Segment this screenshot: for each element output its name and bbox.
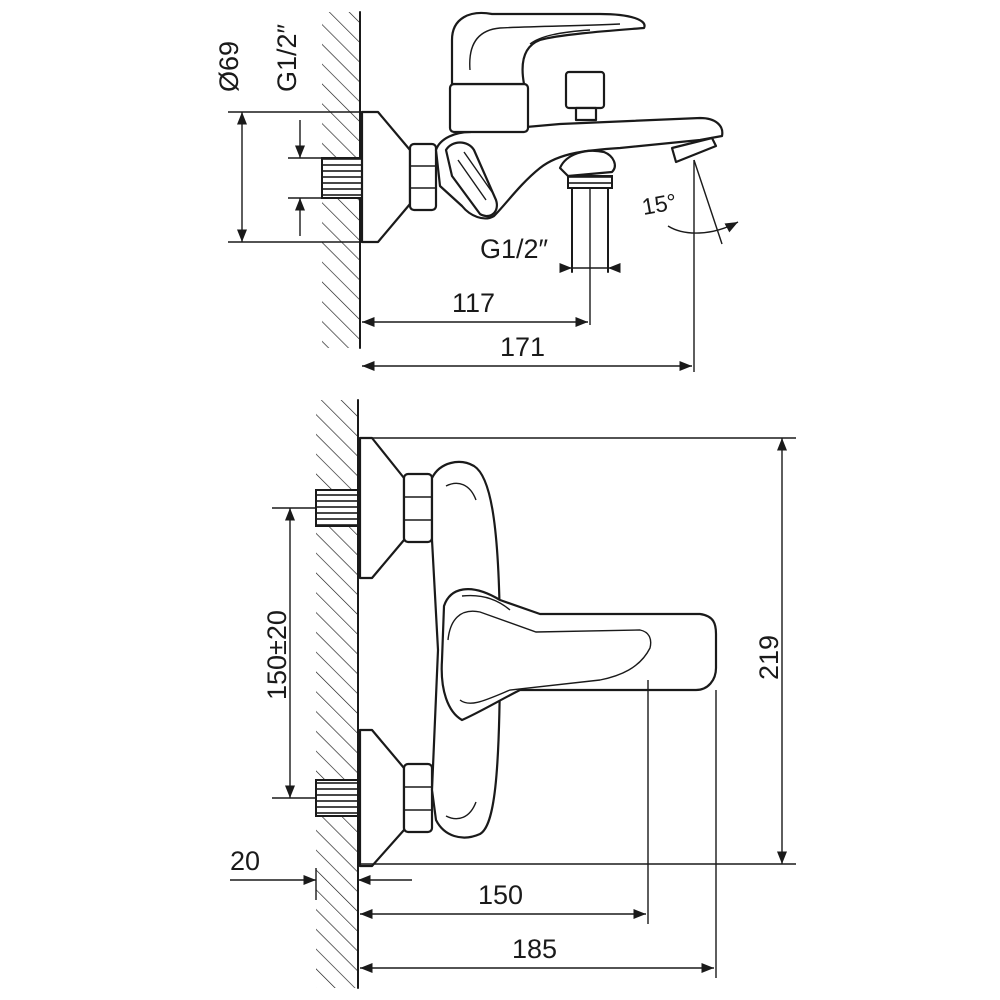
side-escutcheon: [360, 110, 412, 244]
front-height-dimension: 219: [360, 437, 796, 865]
front-lower-connector: [315, 728, 434, 868]
front-wall: [316, 399, 359, 989]
side-dimension-171: 171: [362, 250, 695, 372]
front-wall-offset-dimension: 20: [230, 846, 412, 900]
front-dimension-150: 150: [360, 680, 649, 924]
front-dimension-185: 185: [360, 690, 717, 978]
side-outlet-thread-label: G1/2″: [480, 234, 549, 264]
side-angle-label: 15°: [640, 188, 679, 220]
side-outlet-thread-dimension: G1/2″: [480, 234, 621, 274]
front-dim-185-label: 185: [512, 934, 557, 964]
side-dimension-117: 117: [362, 288, 588, 328]
front-view: 150±20 219 20 150 185: [230, 399, 796, 989]
side-nut: [408, 142, 438, 212]
front-wall-offset-label: 20: [230, 846, 260, 876]
front-upper-connector: [315, 436, 434, 580]
front-spacing-label: 150±20: [262, 610, 292, 700]
side-wall-thread-label: G1/2″: [272, 23, 302, 92]
side-diameter-label: Ø69: [214, 41, 244, 92]
side-dim-117-label: 117: [452, 288, 495, 318]
front-spacing-dimension: 150±20: [262, 507, 316, 799]
side-diverter-knob: [564, 70, 606, 122]
side-angle-dimension: 15°: [640, 159, 739, 250]
front-height-label: 219: [754, 635, 784, 680]
front-dim-150-label: 150: [478, 880, 523, 910]
side-diameter-dimension: Ø69: [214, 41, 372, 243]
side-spout-tip: [670, 136, 718, 164]
side-wall-thread: [321, 157, 363, 199]
side-handle: [450, 12, 646, 86]
side-dim-171-label: 171: [500, 332, 545, 362]
side-wall-thread-dimension: G1/2″: [272, 23, 322, 236]
side-shower-outlet: [558, 149, 616, 325]
side-cartridge: [448, 82, 530, 134]
side-view: G1/2″ 15° Ø69 G1/2″ 117: [214, 11, 739, 372]
